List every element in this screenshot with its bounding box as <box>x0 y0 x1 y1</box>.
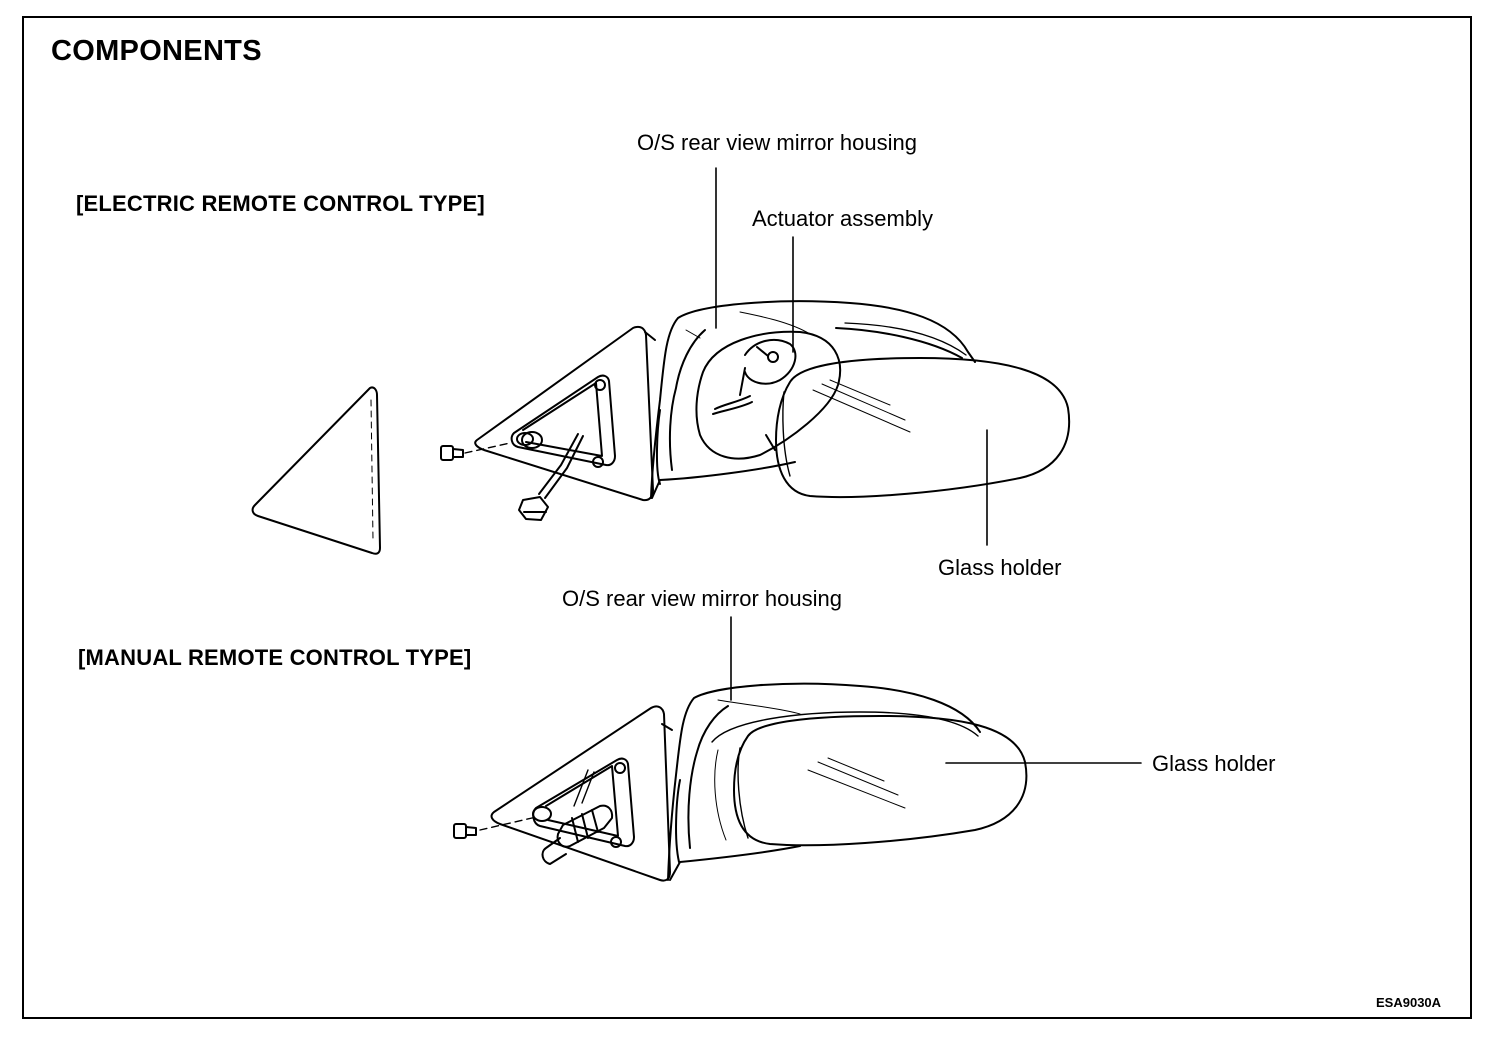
manual-section-heading: [MANUAL REMOTE CONTROL TYPE] <box>78 645 472 670</box>
manual-mounting-bolt <box>454 824 476 838</box>
manual-housing-label: O/S rear view mirror housing <box>562 586 842 611</box>
electric-glass-holder-label: Glass holder <box>938 555 1062 580</box>
diagram-frame <box>22 16 1472 1019</box>
electric-actuator <box>696 332 840 459</box>
electric-mounting-bolt <box>441 446 463 460</box>
manual-housing <box>668 684 980 880</box>
electric-base-plate <box>475 327 653 500</box>
electric-triangle-cover <box>253 387 380 553</box>
page-title: COMPONENTS <box>51 35 262 67</box>
electric-housing <box>651 301 975 498</box>
electric-housing-label: O/S rear view mirror housing <box>637 130 917 155</box>
electric-section-heading: [ELECTRIC REMOTE CONTROL TYPE] <box>76 191 485 216</box>
electric-mirror-assembly <box>253 301 1070 554</box>
electric-glass-holder <box>776 358 1069 497</box>
manual-glass-holder <box>734 716 1026 845</box>
manual-base-plate <box>492 706 670 880</box>
manual-glass-holder-label: Glass holder <box>1152 751 1276 776</box>
manual-mirror-assembly <box>454 684 1026 881</box>
electric-actuator-label: Actuator assembly <box>752 206 933 231</box>
figure-code: ESA9030A <box>1376 995 1442 1010</box>
electric-connector <box>519 497 548 520</box>
